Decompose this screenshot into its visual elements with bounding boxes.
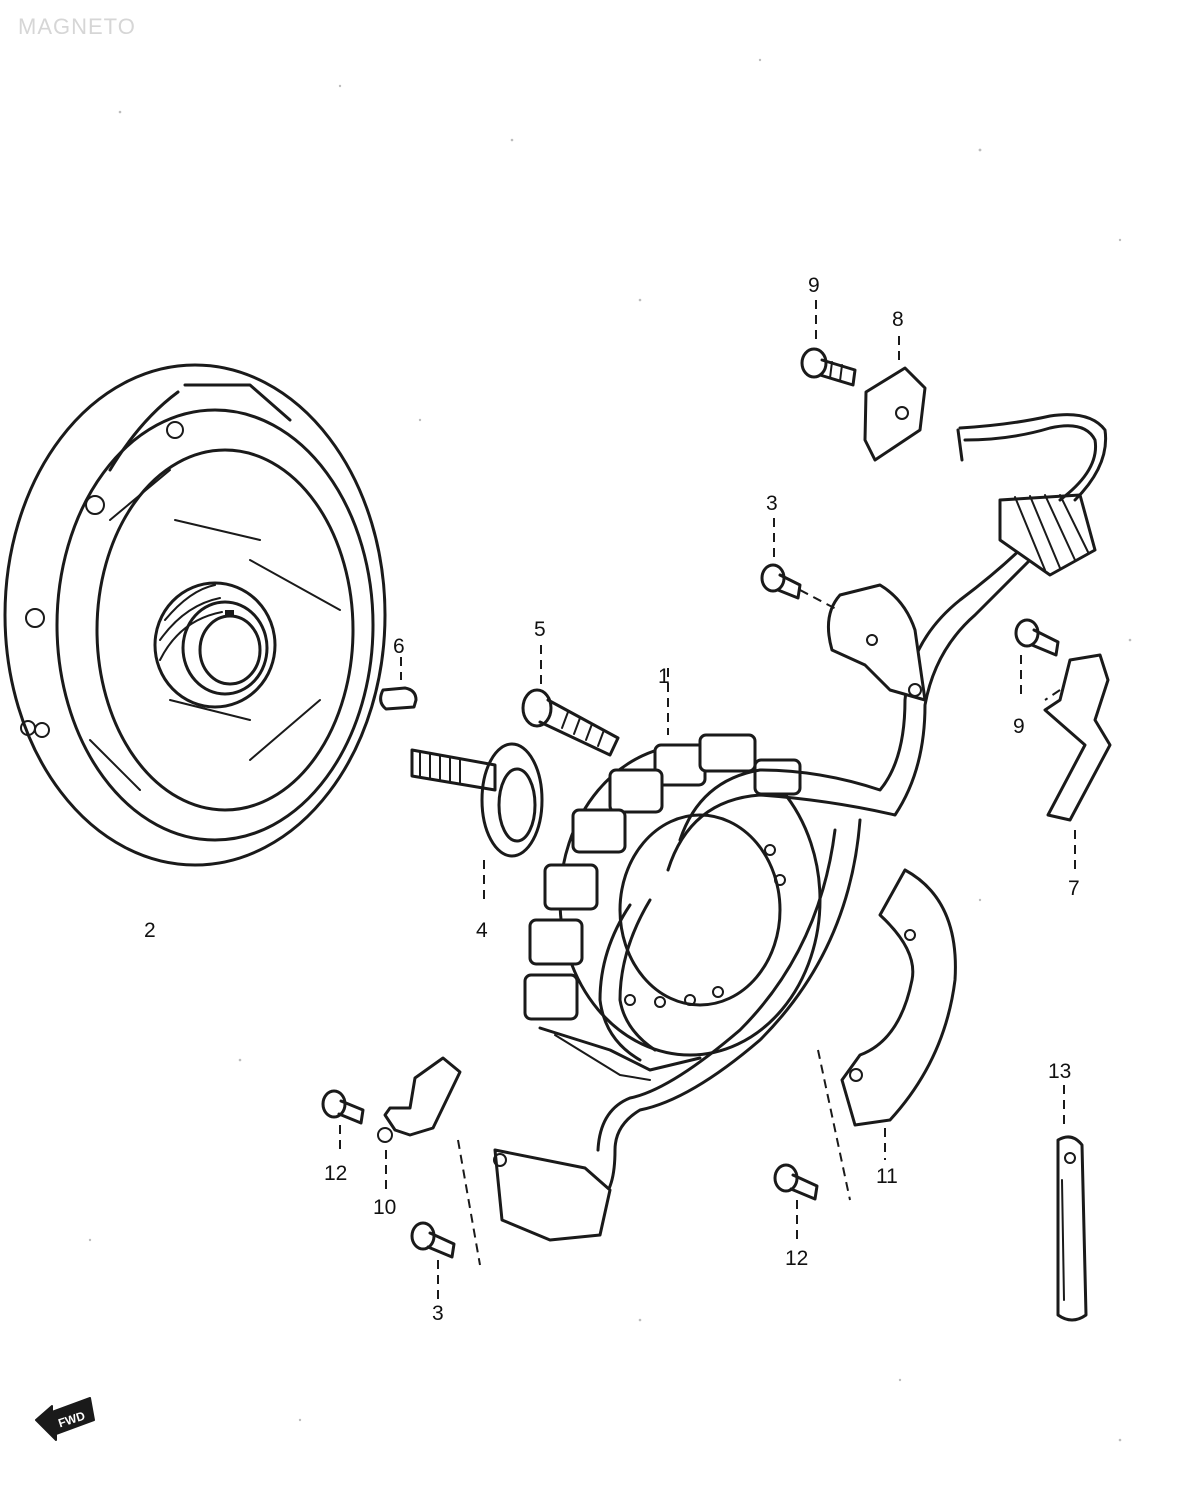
callout-13: 13	[1048, 1060, 1071, 1083]
callout-3-bottom: 3	[432, 1302, 444, 1325]
screw-3-top	[760, 518, 839, 611]
callout-3-top: 3	[766, 492, 778, 515]
harness-clamp-lower	[457, 1139, 612, 1266]
callout-1: 1	[658, 665, 670, 688]
callout-6: 6	[393, 635, 405, 658]
wire-harness	[596, 413, 1108, 1202]
callout-11: 11	[876, 1165, 898, 1188]
clamp-plate	[863, 336, 927, 462]
stator-assembly	[523, 668, 822, 1081]
screw-12-left	[321, 1089, 365, 1155]
forward-arrow-icon: FWD	[35, 1397, 95, 1441]
screw-top	[800, 300, 857, 387]
callout-8: 8	[892, 308, 904, 331]
screw-12-right	[773, 1163, 819, 1240]
callout-4: 4	[476, 919, 488, 942]
wire-band	[1056, 1085, 1088, 1322]
woodruff-key	[379, 657, 418, 711]
screw-9-right	[1014, 618, 1060, 700]
cover-plate	[817, 868, 957, 1201]
callout-7: 7	[1068, 877, 1080, 900]
callout-9-right: 9	[1013, 715, 1025, 738]
screw-3-bottom	[410, 1221, 456, 1300]
flywheel-rotor	[3, 363, 387, 867]
paper-speckles	[88, 58, 1132, 1442]
callout-9-top: 9	[808, 274, 820, 297]
small-clamp	[377, 1056, 462, 1190]
callout-labels: 1 2 3 3 4 5 6 7 8 9 9 10 11 12 12 13	[144, 274, 1080, 1325]
bracket	[1043, 653, 1112, 870]
callout-10: 10	[373, 1196, 396, 1219]
callout-5: 5	[534, 618, 546, 641]
callout-12-left: 12	[324, 1162, 347, 1185]
callout-12-right: 12	[785, 1247, 808, 1270]
page-title: MAGNETO	[18, 14, 136, 39]
rotor-bolt	[410, 742, 544, 905]
stator-screw	[521, 645, 620, 757]
callout-2: 2	[144, 919, 156, 942]
pickup-coil	[826, 583, 927, 702]
